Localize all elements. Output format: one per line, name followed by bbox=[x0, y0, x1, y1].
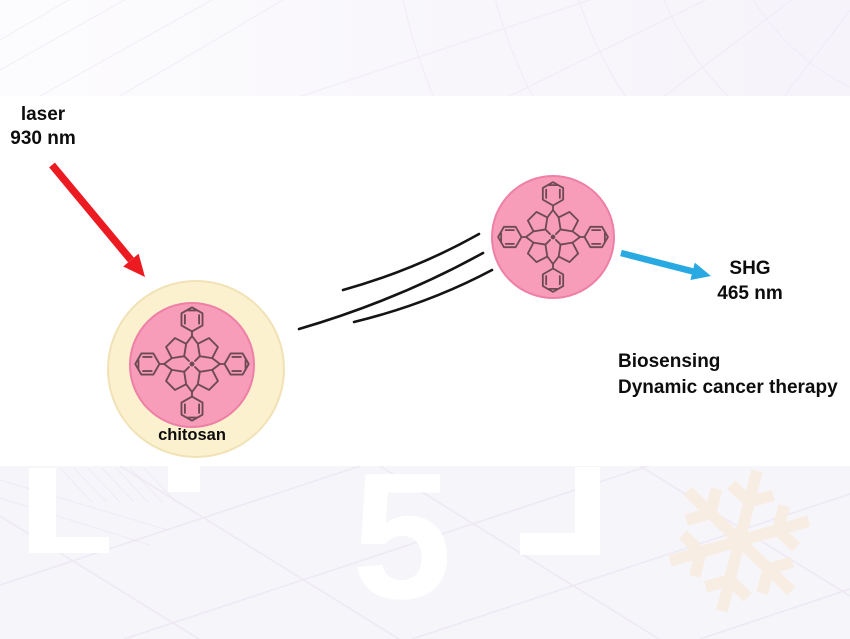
watermark-letter-l bbox=[29, 468, 109, 553]
shg-label: SHG 465 nm bbox=[702, 256, 798, 306]
applications-line2: Dynamic cancer therapy bbox=[618, 377, 838, 398]
shg-label-line2: 465 nm bbox=[717, 283, 783, 304]
laser-label: laser 930 nm bbox=[2, 103, 84, 151]
laser-label-line2: 930 nm bbox=[10, 128, 76, 149]
bottom-grid: 5 bbox=[0, 436, 850, 639]
watermark-letter-dot bbox=[168, 466, 200, 492]
motion-lines bbox=[297, 232, 494, 331]
applications-label: Biosensing Dynamic cancer therapy bbox=[618, 349, 850, 401]
shg-label-line1: SHG bbox=[729, 258, 771, 279]
laser-label-line1: laser bbox=[20, 104, 66, 125]
applications-line1: Biosensing bbox=[618, 351, 721, 372]
laser-arrow bbox=[49, 162, 145, 277]
watermark-letter-five: 5 bbox=[352, 436, 452, 637]
top-grid-arcs bbox=[0, 0, 850, 96]
chitosan-label: chitosan bbox=[158, 426, 226, 444]
shg-arrow bbox=[620, 249, 711, 280]
watermark-letter-reverse-l bbox=[520, 467, 600, 555]
